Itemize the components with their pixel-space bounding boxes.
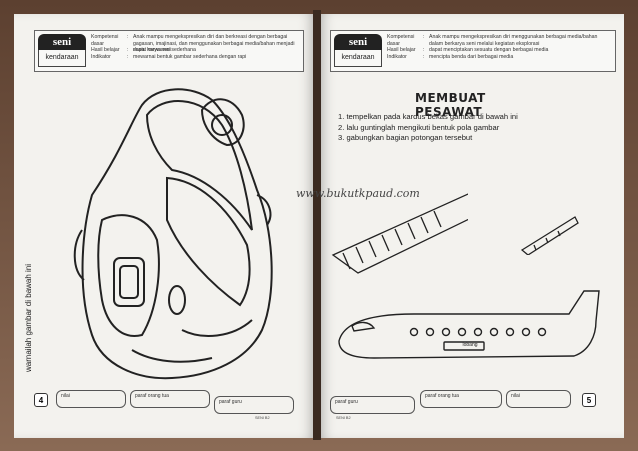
book-gutter [313,10,321,440]
page-code: SENI B2 [336,416,351,420]
meta-key: Kompetensi dasar [387,34,415,47]
meta-value: dapat menciptakan sesuatu dengan berbaga… [429,47,549,53]
watermark: www.bukutkpaud.com [296,187,420,200]
subject-label: seni [38,34,86,50]
meta-value: dapat mewarnai sederhana [133,47,196,53]
instruction-step: 1. tempelkan pada kardus bekas gambar di… [338,112,518,121]
teacher-signature-box: paraf guru [330,396,415,414]
left-header-box: seni kendaraan Kompetensi dasar: Anak ma… [34,30,304,72]
subject-tag: seni kendaraan [334,34,382,68]
competency-block: Kompetensi dasar: Anak mampu mengekspres… [387,34,611,60]
meta-key: Indikator [91,53,111,60]
meta-key: Indikator [387,53,407,60]
teacher-signature-box: paraf guru [214,396,294,414]
right-header-box: seni kendaraan Kompetensi dasar: Anak ma… [330,30,616,72]
meta-value: Anak mampu mengekspresikan diri dan berk… [133,34,295,54]
plane-wing-piece [331,193,468,274]
meta-value: Anak mampu mengekspresikan diri mengguna… [429,34,598,47]
car-coloring-drawing [73,88,273,380]
score-box: nilai [56,390,126,408]
subject-tag: seni kendaraan [38,34,86,68]
page-number: 4 [34,393,48,407]
meta-key: Kompetensi dasar [91,34,119,47]
coloring-instruction: warnailah gambar di bawah ini [24,263,33,372]
subject-label: seni [334,34,382,50]
left-page [14,14,315,438]
parent-signature-box: paraf orang tua [420,390,502,408]
plane-tail-piece [520,216,579,255]
page-number: 5 [582,393,596,407]
meta-value: mewarnai bentuk gambar sederhana dengan … [133,53,247,60]
plane-fuselage-piece [338,290,600,359]
instruction-step: 3. gabungkan bagian potongan tersebut [338,133,473,142]
theme-label: kendaraan [38,50,86,67]
activity-title: MEMBUAT PESAWAT [415,91,486,119]
meta-key: Hasil belajar [387,47,416,53]
parent-signature-box: paraf orang tua [130,390,210,408]
slot-label: lobang [462,342,478,348]
meta-key: Hasil belajar [91,47,120,53]
competency-block: Kompetensi dasar: Anak mampu mengekspres… [91,34,299,60]
score-box: nilai [506,390,571,408]
theme-label: kendaraan [334,50,382,67]
instruction-step: 2. lalu guntinglah mengikuti bentuk pola… [338,122,500,132]
meta-value: mencipta benda dari berbagai media [429,53,514,60]
page-code: SENI B2 [255,416,270,420]
instruction-list: 1. tempelkan pada kardus bekas gambar di… [338,112,558,144]
